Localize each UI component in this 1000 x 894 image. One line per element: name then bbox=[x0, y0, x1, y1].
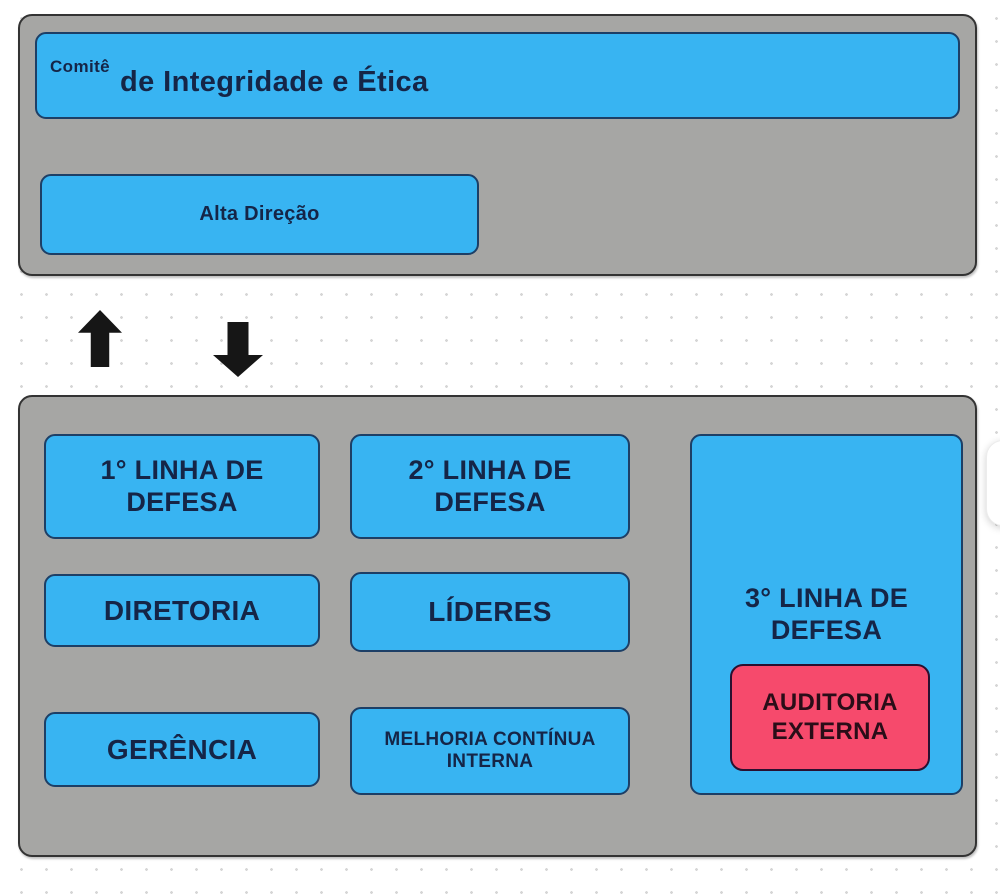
alta-direcao-box: Alta Direção bbox=[40, 174, 479, 255]
governance-panel: Comitê de Integridade e Ética Alta Direç… bbox=[18, 14, 977, 276]
alta-direcao-label: Alta Direção bbox=[199, 202, 320, 225]
auditoria-externa-label: AUDITORIA EXTERNA bbox=[762, 688, 898, 745]
arrow-up-icon bbox=[78, 310, 122, 367]
diretoria-label: DIRETORIA bbox=[103, 594, 261, 626]
defense-lines-panel: 1° LINHA DE DEFESA DIRETORIA GERÊNCIA 2°… bbox=[18, 395, 977, 857]
lideres-box: LÍDERES bbox=[350, 572, 630, 652]
first-line-label: 1° LINHA DE DEFESA bbox=[100, 454, 264, 517]
third-line-label: 3° LINHA DE DEFESA bbox=[744, 583, 909, 646]
arrow-down-icon bbox=[213, 322, 263, 377]
diretoria-box: DIRETORIA bbox=[44, 574, 320, 647]
melhoria-continua-box: MELHORIA CONTÍNUA INTERNA bbox=[350, 707, 630, 795]
gerencia-label: GERÊNCIA bbox=[106, 733, 258, 765]
committee-prefix-label: Comitê bbox=[50, 57, 111, 76]
melhoria-continua-label: MELHORIA CONTÍNUA INTERNA bbox=[384, 728, 596, 772]
lideres-label: LÍDERES bbox=[428, 596, 552, 628]
committee-box: Comitê de Integridade e Ética bbox=[35, 32, 960, 119]
third-line-box: 3° LINHA DE DEFESA AUDITORIA EXTERNA bbox=[690, 434, 963, 795]
first-line-box: 1° LINHA DE DEFESA bbox=[44, 434, 320, 539]
auditoria-externa-badge: AUDITORIA EXTERNA bbox=[730, 664, 930, 771]
gerencia-box: GERÊNCIA bbox=[44, 712, 320, 787]
second-line-label: 2° LINHA DE DEFESA bbox=[408, 454, 572, 517]
second-line-box: 2° LINHA DE DEFESA bbox=[350, 434, 630, 539]
committee-title-label: de Integridade e Ética bbox=[120, 66, 429, 98]
side-drawer-handle[interactable] bbox=[986, 440, 1000, 526]
